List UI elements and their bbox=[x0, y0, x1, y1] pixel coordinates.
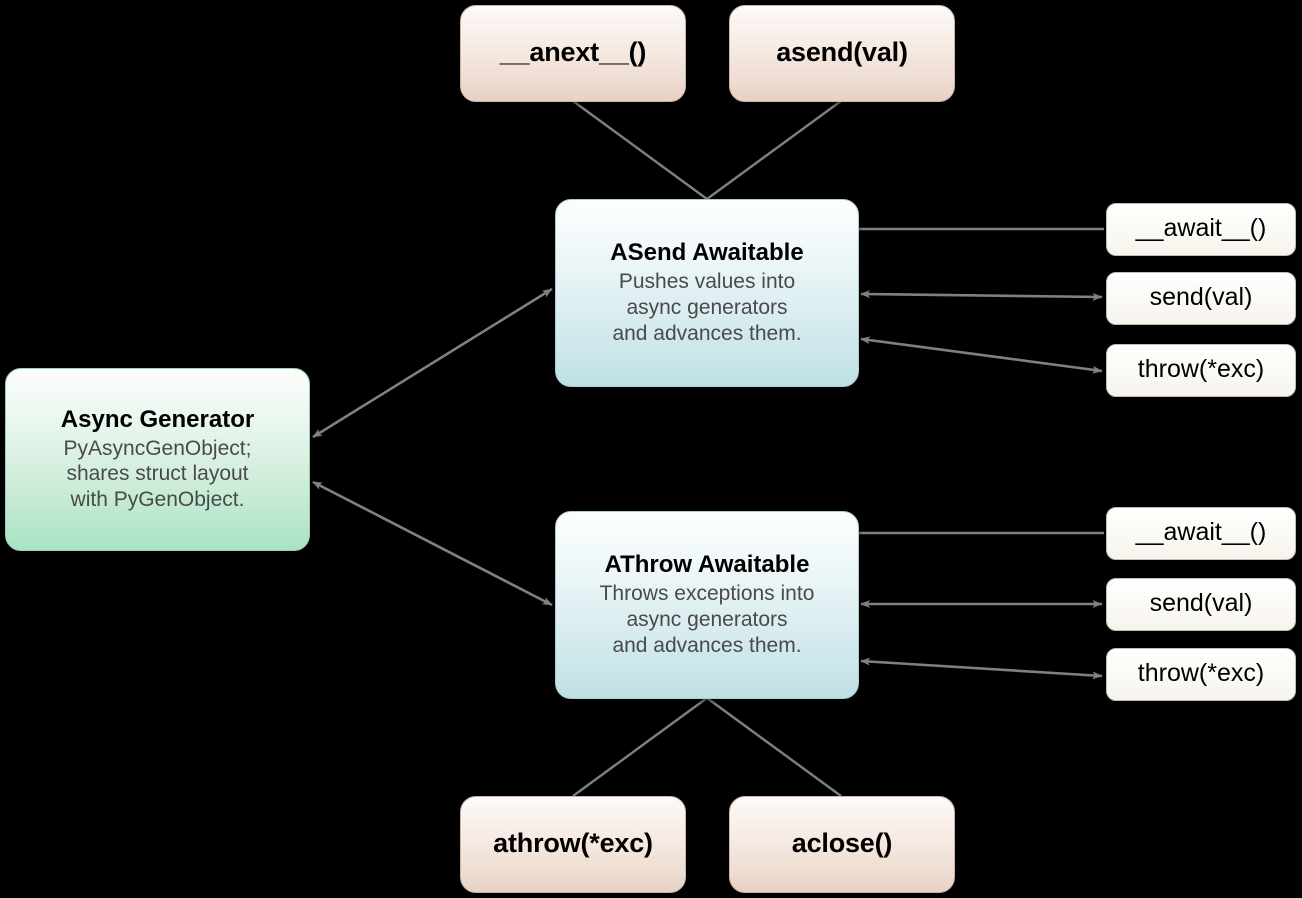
node-athrow-exc-label: athrow(*exc) bbox=[493, 827, 653, 858]
edge-aclose-to-athrow bbox=[706, 697, 842, 797]
node-athrow-protocol-throw[interactable]: throw(*exc) bbox=[1106, 648, 1296, 701]
edge-anext-to-asend bbox=[572, 100, 708, 200]
node-aclose[interactable]: aclose() bbox=[729, 796, 955, 893]
node-async-generator-title: Async Generator bbox=[60, 405, 255, 433]
node-athrow-protocol-throw-label: throw(*exc) bbox=[1137, 659, 1265, 688]
node-aclose-label: aclose() bbox=[791, 827, 893, 858]
node-athrow-protocol-await-label: __await__() bbox=[1135, 518, 1267, 547]
edge-generator-asend bbox=[312, 287, 553, 439]
node-athrow-protocol-send-label: send(val) bbox=[1149, 589, 1253, 618]
node-athrow-awaitable-title: AThrow Awaitable bbox=[604, 551, 810, 579]
node-athrow-exc[interactable]: athrow(*exc) bbox=[460, 796, 686, 893]
edge-generator-athrow bbox=[312, 480, 553, 607]
node-asend-val-label: asend(val) bbox=[776, 36, 908, 67]
edge-asendval-to-asend bbox=[706, 100, 842, 200]
edge-athrowexc-to-athrow bbox=[572, 697, 708, 797]
node-asend-val[interactable]: asend(val) bbox=[729, 5, 955, 102]
node-athrow-awaitable-desc: Throws exceptions into async generators … bbox=[599, 582, 815, 657]
node-asend-protocol-await[interactable]: __await__() bbox=[1106, 203, 1296, 256]
node-asend-awaitable-desc: Pushes values into async generators and … bbox=[612, 270, 802, 345]
edge-asend-throw bbox=[860, 336, 1103, 374]
edge-asend-send bbox=[860, 290, 1103, 301]
node-asend-protocol-send-label: send(val) bbox=[1149, 283, 1253, 312]
node-asend-awaitable[interactable]: ASend Awaitable Pushes values into async… bbox=[555, 199, 859, 387]
node-asend-awaitable-title: ASend Awaitable bbox=[610, 239, 804, 267]
node-async-generator-desc: PyAsyncGenObject; shares struct layout w… bbox=[63, 436, 252, 512]
node-athrow-awaitable[interactable]: AThrow Awaitable Throws exceptions into … bbox=[555, 511, 859, 699]
node-asend-protocol-send[interactable]: send(val) bbox=[1106, 272, 1296, 325]
edge-athrow-throw bbox=[860, 657, 1103, 680]
node-asend-protocol-await-label: __await__() bbox=[1135, 214, 1267, 243]
node-anext-label: __anext__() bbox=[499, 36, 647, 67]
node-asend-protocol-throw-label: throw(*exc) bbox=[1137, 355, 1265, 384]
node-athrow-protocol-send[interactable]: send(val) bbox=[1106, 578, 1296, 631]
node-anext[interactable]: __anext__() bbox=[460, 5, 686, 102]
node-asend-protocol-throw[interactable]: throw(*exc) bbox=[1106, 344, 1296, 397]
node-async-generator[interactable]: Async Generator PyAsyncGenObject; shares… bbox=[5, 368, 310, 551]
node-athrow-protocol-await[interactable]: __await__() bbox=[1106, 507, 1296, 560]
